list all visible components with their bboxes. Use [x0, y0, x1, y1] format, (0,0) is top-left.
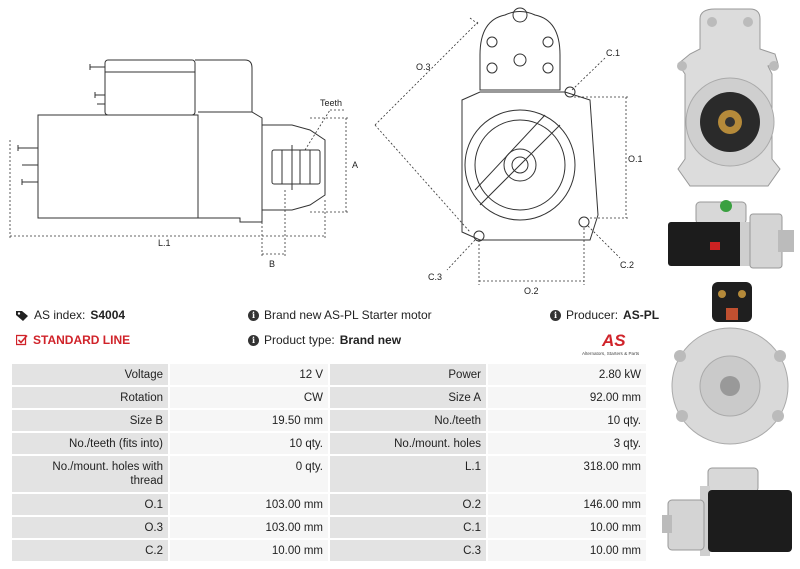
as-index-label: AS index:	[34, 308, 86, 322]
description-row: i Brand new AS-PL Starter motor	[248, 308, 432, 322]
standard-line-label: STANDARD LINE	[33, 333, 131, 347]
producer-row: i Producer: AS-PL	[550, 308, 659, 322]
info-icon: i	[248, 309, 259, 321]
product-photo-iso	[662, 467, 792, 556]
producer-label: Producer:	[566, 308, 619, 322]
producer-value: AS-PL	[623, 308, 660, 322]
spec-value: 10.00 mm	[488, 540, 646, 561]
technical-drawing: Teeth A B L.1 O.1 O.2 O.3 C.1 C.2 C.3	[9, 7, 643, 296]
checkbox-checked-icon	[16, 334, 28, 346]
spec-value: 318.00 mm	[488, 456, 646, 492]
dim-o2-label: O.2	[524, 286, 539, 296]
spec-value: 92.00 mm	[488, 387, 646, 408]
product-photo-side	[668, 200, 794, 269]
spec-label: C.2	[12, 540, 168, 561]
info-icon: i	[248, 334, 259, 346]
as-index-value: S4004	[90, 308, 126, 322]
spec-label: Rotation	[12, 387, 168, 408]
spec-table: Voltage 12 V Power 2.80 kW Rotation CW S…	[10, 362, 648, 563]
product-photos	[660, 0, 800, 569]
as-index-row: AS index: S4004	[16, 308, 125, 322]
table-row: No./teeth (fits into) 10 qty. No./mount.…	[12, 433, 646, 454]
product-photo-rear	[671, 282, 789, 445]
product-photo-front	[677, 8, 781, 187]
spec-value: 10.00 mm	[170, 540, 328, 561]
spec-label: No./mount. holes with thread	[12, 456, 168, 492]
product-type-value: Brand new	[339, 333, 402, 347]
spec-label: Size A	[330, 387, 486, 408]
spec-label: L.1	[330, 456, 486, 492]
spec-label: Size B	[12, 410, 168, 431]
dim-c1-label: C.1	[606, 48, 620, 58]
dim-a-label: A	[352, 160, 358, 170]
logo-tagline: Alternators, Starters & Parts	[582, 351, 640, 356]
logo-mark: AS	[601, 331, 626, 350]
spec-label: No./mount. holes	[330, 433, 486, 454]
spec-value: 0 qty.	[170, 456, 328, 492]
spec-value: 19.50 mm	[170, 410, 328, 431]
product-description: Brand new AS-PL Starter motor	[264, 308, 432, 322]
table-row: Size B 19.50 mm No./teeth 10 qty.	[12, 410, 646, 431]
dim-b-label: B	[269, 259, 275, 269]
info-icon: i	[550, 309, 561, 321]
spec-label: No./teeth (fits into)	[12, 433, 168, 454]
table-row: No./mount. holes with thread 0 qty. L.1 …	[12, 456, 646, 492]
table-row: Rotation CW Size A 92.00 mm	[12, 387, 646, 408]
dim-c3-label: C.3	[428, 272, 442, 282]
spec-label: C.3	[330, 540, 486, 561]
table-row: C.2 10.00 mm C.3 10.00 mm	[12, 540, 646, 561]
table-row: O.1 103.00 mm O.2 146.00 mm	[12, 494, 646, 515]
spec-label: Power	[330, 364, 486, 385]
tag-icon	[16, 310, 28, 321]
spec-label: O.2	[330, 494, 486, 515]
spec-value: 146.00 mm	[488, 494, 646, 515]
spec-label: C.1	[330, 517, 486, 538]
product-info: AS index: S4004 STANDARD LINE i Brand ne…	[16, 306, 659, 358]
table-row: O.3 103.00 mm C.1 10.00 mm	[12, 517, 646, 538]
dim-l1-label: L.1	[158, 238, 171, 248]
spec-value: 10 qty.	[488, 410, 646, 431]
product-type-label: Product type:	[264, 333, 335, 347]
standard-line-row: STANDARD LINE	[16, 333, 130, 347]
spec-value: 103.00 mm	[170, 517, 328, 538]
teeth-label: Teeth	[320, 98, 342, 108]
spec-value: 103.00 mm	[170, 494, 328, 515]
dim-c2-label: C.2	[620, 260, 634, 270]
dim-o3-label: O.3	[416, 62, 431, 72]
spec-label: O.3	[12, 517, 168, 538]
as-pl-logo: AS Alternators, Starters & Parts	[582, 331, 640, 356]
table-row: Voltage 12 V Power 2.80 kW	[12, 364, 646, 385]
spec-value: 3 qty.	[488, 433, 646, 454]
spec-value: 12 V	[170, 364, 328, 385]
spec-value: 2.80 kW	[488, 364, 646, 385]
spec-value: 10 qty.	[170, 433, 328, 454]
product-type-row: i Product type: Brand new	[248, 333, 401, 347]
spec-value: CW	[170, 387, 328, 408]
dim-o1-label: O.1	[628, 154, 643, 164]
spec-label: Voltage	[12, 364, 168, 385]
spec-value: 10.00 mm	[488, 517, 646, 538]
spec-label: O.1	[12, 494, 168, 515]
spec-label: No./teeth	[330, 410, 486, 431]
